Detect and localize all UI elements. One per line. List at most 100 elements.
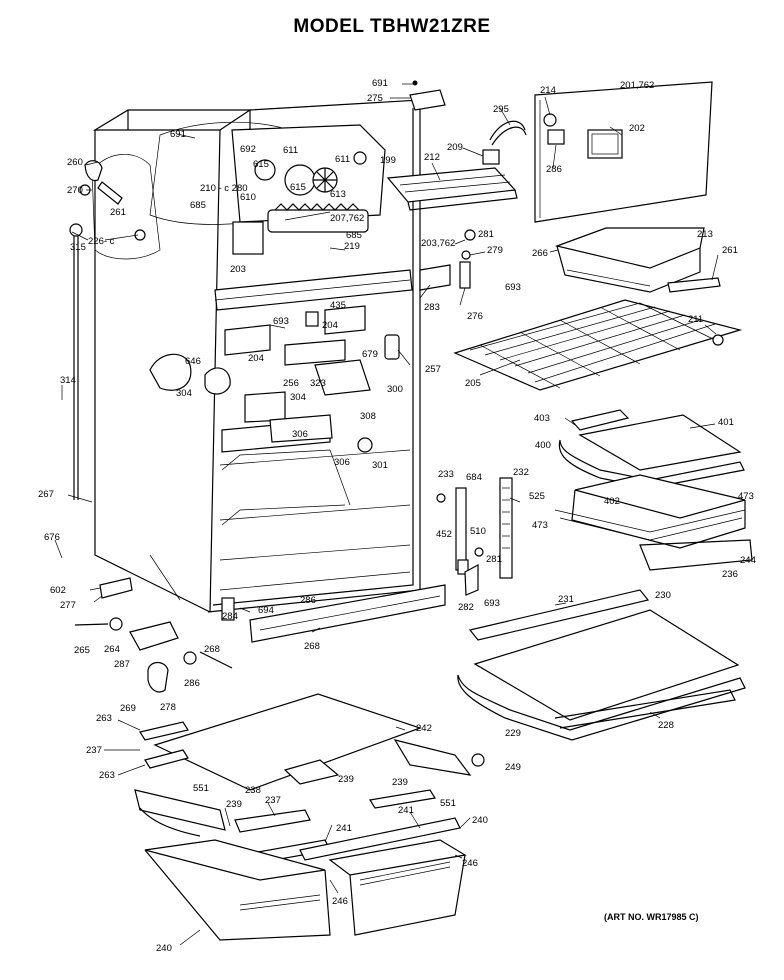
callout-279: 279 [487, 245, 503, 256]
callout-301: 301 [372, 460, 388, 471]
callout-684: 684 [466, 472, 482, 483]
callout-685a: 685 [190, 200, 206, 211]
callout-306b: 306 [334, 457, 350, 468]
callout-240b: 240 [156, 943, 172, 954]
callout-246a: 246 [462, 858, 478, 869]
callout-615a: 615 [253, 159, 269, 170]
callout-679: 679 [362, 349, 378, 360]
callout-323: 323 [310, 378, 326, 389]
callout-201-762: 201,762 [620, 80, 654, 91]
callout-212: 212 [424, 152, 440, 163]
wire-shelf [453, 299, 743, 391]
callout-610: 610 [240, 192, 256, 203]
callout-266: 266 [532, 248, 548, 259]
callout-286b: 286 [300, 595, 316, 606]
callout-241b: 241 [336, 823, 352, 834]
callout-267: 267 [38, 489, 54, 500]
callout-268a: 268 [304, 641, 320, 652]
callout-202: 202 [629, 123, 645, 134]
callout-400: 400 [535, 440, 551, 451]
callout-256: 256 [283, 378, 299, 389]
callout-203-762: 203,762 [421, 238, 455, 249]
callout-473b: 473 [532, 520, 548, 531]
callout-236: 236 [722, 569, 738, 580]
callout-207-762: 207,762 [330, 213, 364, 224]
callout-231: 231 [558, 594, 574, 605]
callout-283: 283 [424, 302, 440, 313]
callout-204a: 204 [322, 320, 338, 331]
callout-452: 452 [436, 529, 452, 540]
callout-602: 602 [50, 585, 66, 596]
callout-226: 226- c [88, 236, 115, 247]
callout-labels: 691 275 214 201,762 295 202 286 209 212 … [38, 78, 756, 954]
callout-611a: 611 [283, 145, 298, 156]
callout-261a: 261 [110, 207, 126, 218]
callout-693a: 693 [505, 282, 521, 293]
callout-510: 510 [470, 526, 486, 537]
callout-473a: 473 [738, 491, 754, 502]
callout-282: 282 [458, 602, 474, 613]
callout-213: 213 [697, 229, 713, 240]
callout-315: 315 [70, 242, 86, 253]
callout-232: 232 [513, 467, 529, 478]
callout-287: 287 [114, 659, 130, 670]
callout-300: 300 [387, 384, 403, 395]
callout-210-280: 210 - c 280 [200, 183, 248, 194]
callout-265: 265 [74, 645, 90, 656]
callout-270: 270 [67, 185, 83, 196]
callout-676: 676 [44, 532, 60, 543]
callout-263a: 263 [96, 713, 112, 724]
freezer-control-housing [231, 124, 386, 255]
callout-693c: 693 [484, 598, 500, 609]
callout-551b: 551 [440, 798, 456, 809]
callout-286c: 286 [184, 678, 200, 689]
callout-239c: 239 [226, 799, 242, 810]
callout-613: 613 [330, 189, 346, 200]
callout-239a: 239 [338, 774, 354, 785]
callout-284: 284 [222, 611, 238, 622]
callout-685b: 685 [346, 230, 362, 241]
callout-249: 249 [505, 762, 521, 773]
callout-278: 278 [160, 702, 176, 713]
callout-314: 314 [60, 375, 76, 386]
callout-694: 694 [258, 605, 274, 616]
callout-244: 244 [740, 555, 756, 566]
callout-233: 233 [438, 469, 454, 480]
callout-264: 264 [104, 644, 120, 655]
callout-435: 435 [330, 300, 346, 311]
callout-306a: 306 [292, 429, 308, 440]
callout-295: 295 [493, 104, 509, 115]
callout-229: 229 [505, 728, 521, 739]
diagram-title: MODEL TBHW21ZRE [293, 16, 491, 37]
callout-304b: 304 [290, 392, 306, 403]
callout-238: 238 [245, 785, 261, 796]
callout-230: 230 [655, 590, 671, 601]
callout-268b: 268 [204, 644, 220, 655]
art-number: (ART NO. WR17985 C) [604, 912, 699, 922]
callout-691a: 691 [372, 78, 388, 89]
callout-403: 403 [534, 413, 550, 424]
callout-261b: 261 [722, 245, 738, 256]
callout-308: 308 [360, 411, 376, 422]
callout-242: 242 [416, 723, 432, 734]
callout-275: 275 [367, 93, 383, 104]
callout-257: 257 [425, 364, 441, 375]
callout-692: 692 [240, 144, 256, 155]
callout-646: 646 [185, 356, 201, 367]
callout-611b: 611 [335, 154, 350, 165]
callout-304a: 304 [176, 388, 192, 399]
callout-286a: 286 [546, 164, 562, 175]
callout-260: 260 [67, 157, 83, 168]
callout-239b: 239 [392, 777, 408, 788]
callout-205: 205 [465, 378, 481, 389]
callout-281a: 281 [478, 229, 494, 240]
callout-209: 209 [447, 142, 463, 153]
callout-203: 203 [230, 264, 246, 275]
callout-237a: 237 [86, 745, 102, 756]
callout-615b: 615 [290, 182, 306, 193]
callout-276: 276 [467, 311, 483, 322]
crisper-drawers [144, 839, 467, 941]
callout-551a: 551 [193, 783, 209, 794]
callout-241a: 241 [398, 805, 414, 816]
